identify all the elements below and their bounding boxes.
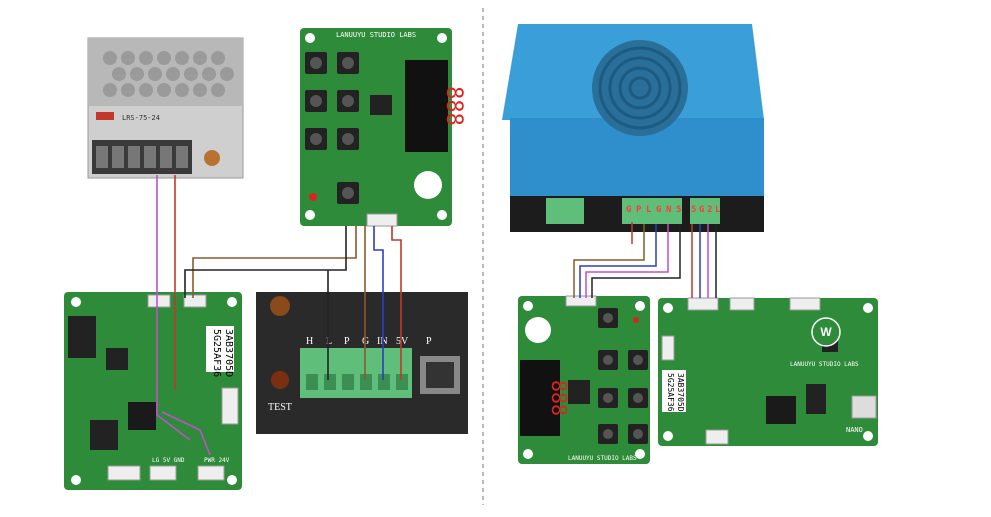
control-panel-left: LANUUYU STUDIO LABS 888 <box>300 28 466 227</box>
svg-text:888: 888 <box>441 86 466 126</box>
svg-text:P: P <box>344 336 350 347</box>
controller-left-bottom-label: LG 5V GND <box>152 457 185 464</box>
controller-left-id1: 5G25AF36 <box>211 329 222 377</box>
controller-right-id1: 5G25AF36 <box>666 373 675 412</box>
controller-board-left: 5G25AF36 3AB3705D PWR 24V LG 5V GND <box>64 292 242 490</box>
controller-right-id2: 3AB3705D <box>676 373 685 412</box>
controller-left-id2: 3AB3705D <box>223 329 234 377</box>
svg-text:N: N <box>666 205 671 215</box>
controller-left-pwr-label: PWR 24V <box>204 457 230 464</box>
controller-board-right: 5G25AF36 3AB3705D W LANUUYU STUDIO LABS … <box>658 297 878 446</box>
svg-text:L: L <box>646 205 652 215</box>
control-panel-right: 888 LANUUYU STUDIO LABS <box>518 295 650 464</box>
panel-left-display <box>405 60 448 152</box>
laser-psu-terminal: TEST H L P G IN 5V P <box>256 292 468 434</box>
controller-right-bottom-label: NANO <box>846 426 863 434</box>
svg-text:L: L <box>715 205 721 215</box>
power-supply-24v: LRS-75-24 <box>87 37 244 179</box>
psu-model-label: LRS-75-24 <box>122 114 160 122</box>
svg-text:G: G <box>626 205 631 215</box>
left-wiring <box>156 175 402 456</box>
svg-text:2: 2 <box>707 205 712 215</box>
test-label: TEST <box>268 402 292 413</box>
svg-text:P: P <box>426 336 432 347</box>
panel-right-silkscreen: LANUUYU STUDIO LABS <box>568 455 637 462</box>
svg-text:888: 888 <box>547 380 571 416</box>
panel-right-display <box>520 360 560 436</box>
svg-text:H: H <box>306 336 313 347</box>
controller-right-logo: W <box>820 325 832 339</box>
laser-power-supply: G P L G N 5 5 G 2 L <box>502 24 764 232</box>
controller-right-silkscreen: LANUUYU STUDIO LABS <box>790 361 859 368</box>
svg-text:G: G <box>699 205 704 215</box>
svg-text:L: L <box>326 336 332 347</box>
svg-text:G: G <box>656 205 661 215</box>
panel-left-silkscreen: LANUUYU STUDIO LABS <box>336 31 416 39</box>
svg-text:P: P <box>636 205 642 215</box>
svg-text:5: 5 <box>691 205 696 215</box>
svg-text:5: 5 <box>676 205 681 215</box>
right-wiring <box>573 222 717 298</box>
svg-text:5V: 5V <box>396 336 409 347</box>
